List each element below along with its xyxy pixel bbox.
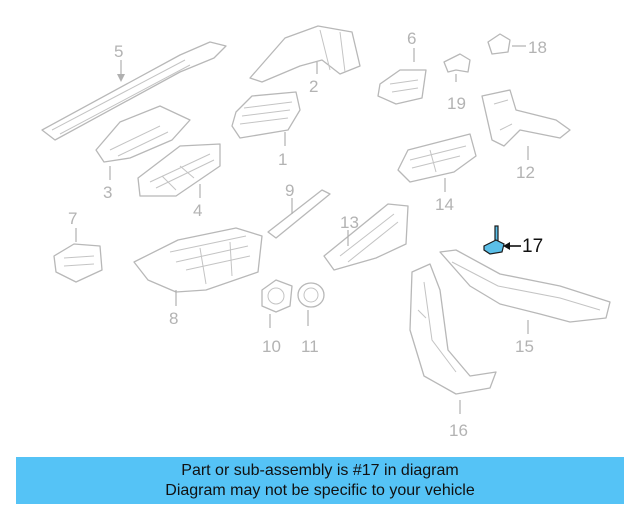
part-17-highlighted[interactable]: 17	[483, 225, 543, 257]
part-3-vent-housing: 3	[95, 105, 191, 202]
part-13-side-duct: 13	[323, 203, 409, 271]
part-15-floor-duct: 15	[439, 249, 611, 356]
part-1-center-vent: 1	[231, 91, 301, 169]
callout-12[interactable]: 12	[516, 163, 535, 182]
part-11-vent-ring: 11	[297, 282, 325, 356]
callout-9[interactable]: 9	[285, 181, 294, 200]
callout-18[interactable]: 18	[528, 38, 547, 57]
callout-6[interactable]: 6	[407, 29, 416, 48]
callout-8[interactable]: 8	[169, 309, 178, 328]
callout-11[interactable]: 11	[301, 337, 319, 356]
callout-17[interactable]: 17	[522, 236, 543, 257]
callout-10[interactable]: 10	[262, 337, 281, 356]
part-10-vent-ring: 10	[261, 279, 293, 356]
info-banner: Part or sub-assembly is #17 in diagram D…	[16, 457, 624, 504]
parts-diagram: 5 2 1 3 4 6 19	[41, 25, 611, 440]
part-2-duct: 2	[249, 25, 361, 96]
part-12-rear-duct: 12	[481, 89, 571, 182]
callout-19[interactable]: 19	[447, 94, 466, 113]
callout-7[interactable]: 7	[68, 209, 77, 228]
callout-15[interactable]: 15	[515, 337, 534, 356]
part-14-center-duct: 14	[397, 133, 477, 214]
callout-16[interactable]: 16	[449, 421, 468, 440]
part-6-side-vent: 6	[377, 29, 427, 105]
part-9-hose: 9	[267, 181, 331, 239]
part-8-main-vent-assembly: 8	[133, 227, 263, 328]
callout-5[interactable]: 5	[114, 42, 123, 61]
part-4-vent-grille: 4	[137, 143, 221, 220]
part-5-defroster-duct: 5	[41, 41, 227, 141]
part-7-side-vent: 7	[53, 209, 103, 283]
callout-3[interactable]: 3	[103, 183, 112, 202]
callout-4[interactable]: 4	[193, 201, 202, 220]
part-16-floor-duct: 16	[409, 263, 497, 440]
callout-1[interactable]: 1	[278, 150, 287, 169]
callout-14[interactable]: 14	[435, 195, 454, 214]
banner-line-2: Diagram may not be specific to your vehi…	[165, 482, 475, 499]
part-19-clip: 19	[443, 53, 471, 113]
part-18-sensor: 18	[487, 33, 547, 57]
callout-13[interactable]: 13	[340, 213, 359, 232]
banner-line-1: Part or sub-assembly is #17 in diagram	[181, 462, 459, 479]
callout-2[interactable]: 2	[309, 77, 318, 96]
